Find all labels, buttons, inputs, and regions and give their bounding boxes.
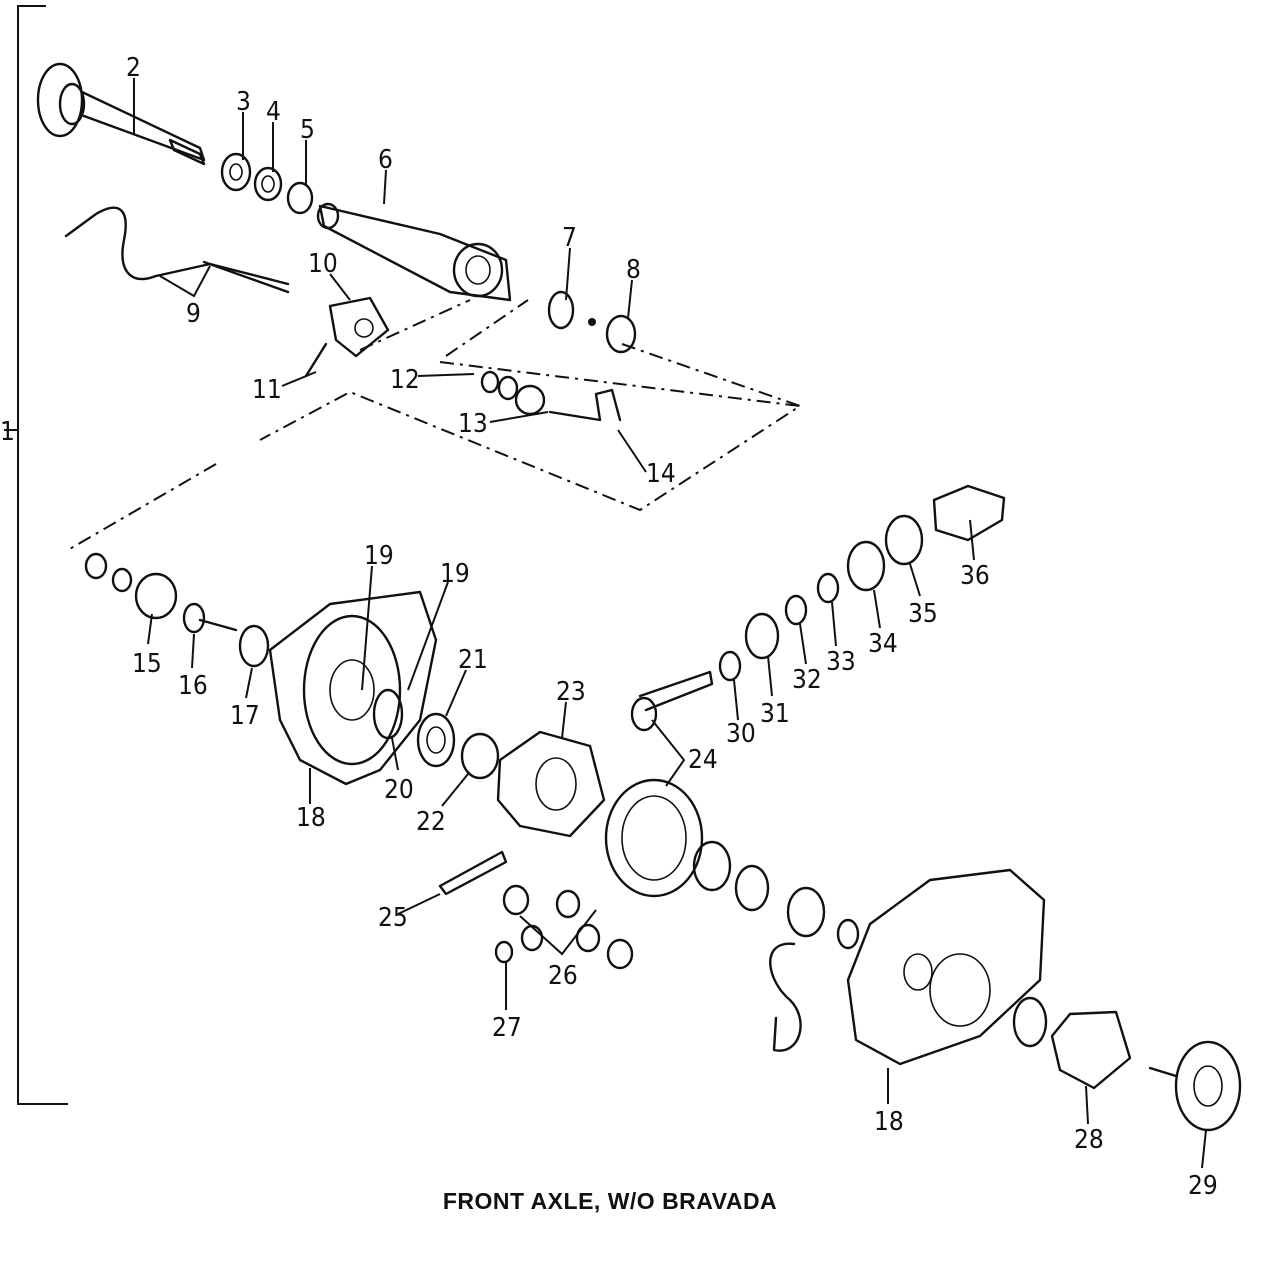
callout-11: 11 <box>252 375 282 405</box>
bearing-4 <box>253 166 283 202</box>
gears-26 <box>502 884 634 970</box>
callout-25: 25 <box>378 903 408 933</box>
callout-2: 2 <box>126 53 141 83</box>
callout-6: 6 <box>378 145 393 175</box>
carrier-housing-right <box>846 868 1046 1066</box>
axle-shaft <box>36 62 206 166</box>
callout-16: 16 <box>178 671 208 701</box>
sensor-harness <box>64 206 290 294</box>
flange-29 <box>1148 1040 1242 1132</box>
bearing-20 <box>372 688 404 740</box>
callout-36: 36 <box>960 561 990 591</box>
callout-29: 29 <box>1188 1171 1218 1201</box>
pinion-24 <box>630 670 714 732</box>
callout-28: 28 <box>1074 1125 1104 1155</box>
callout-19-left: 19 <box>364 541 394 571</box>
fitting-11 <box>304 342 328 378</box>
callout-8: 8 <box>626 255 641 285</box>
callout-12: 12 <box>390 365 420 395</box>
callout-10: 10 <box>308 249 338 279</box>
seal-28 <box>1012 996 1132 1090</box>
callout-15: 15 <box>132 649 162 679</box>
cross-shaft-25 <box>438 850 508 896</box>
callout-13: 13 <box>458 409 488 439</box>
callout-21: 21 <box>458 645 488 675</box>
callout-23: 23 <box>556 677 586 707</box>
callout-7: 7 <box>562 223 577 253</box>
differential-case <box>496 730 606 838</box>
callout-1: 1 <box>0 417 15 447</box>
bearing-row <box>718 484 1006 682</box>
diagram-caption: FRONT AXLE, W/O BRAVADA <box>442 1188 778 1214</box>
callout-14: 14 <box>646 459 676 489</box>
callout-30: 30 <box>726 719 756 749</box>
callout-35: 35 <box>908 599 938 629</box>
callout-18-right: 18 <box>874 1107 904 1137</box>
callout-24: 24 <box>688 745 718 775</box>
seal-5 <box>286 181 314 215</box>
ring-gear <box>604 778 704 898</box>
shim-22 <box>460 732 500 780</box>
callout-22: 22 <box>416 807 446 837</box>
snap-ring-7 <box>547 290 575 330</box>
gear-16 <box>182 602 238 634</box>
callout-34: 34 <box>868 629 898 659</box>
washer-27 <box>494 940 514 964</box>
callout-9: 9 <box>186 299 201 329</box>
actuator-10 <box>328 296 390 358</box>
bearing-15 <box>84 552 178 620</box>
shift-parts <box>480 370 622 422</box>
callout-4: 4 <box>266 97 281 127</box>
callout-17: 17 <box>230 701 260 731</box>
bearing-3 <box>220 152 252 192</box>
seal-17 <box>238 624 270 668</box>
callout-27: 27 <box>492 1013 522 1043</box>
carrier-housing-left <box>268 590 438 786</box>
leader-lines <box>133 78 1207 1169</box>
axle-tube <box>316 202 512 302</box>
sensor-wire-right <box>769 942 802 1052</box>
bearing-21 <box>416 712 456 768</box>
callout-3: 3 <box>236 87 251 117</box>
callout-18-left: 18 <box>296 803 326 833</box>
callout-5: 5 <box>300 115 315 145</box>
callouts: 1 2 3 4 5 6 7 8 9 10 11 12 13 14 15 16 1… <box>0 53 1218 1201</box>
callout-33: 33 <box>826 647 856 677</box>
assembly-bracket <box>4 5 68 1105</box>
callout-32: 32 <box>792 665 822 695</box>
callout-31: 31 <box>760 699 790 729</box>
callout-19-right: 19 <box>440 559 470 589</box>
bearing-right <box>692 840 860 950</box>
gear-8 <box>588 314 637 354</box>
callout-26: 26 <box>548 961 578 991</box>
callout-20: 20 <box>384 775 414 805</box>
